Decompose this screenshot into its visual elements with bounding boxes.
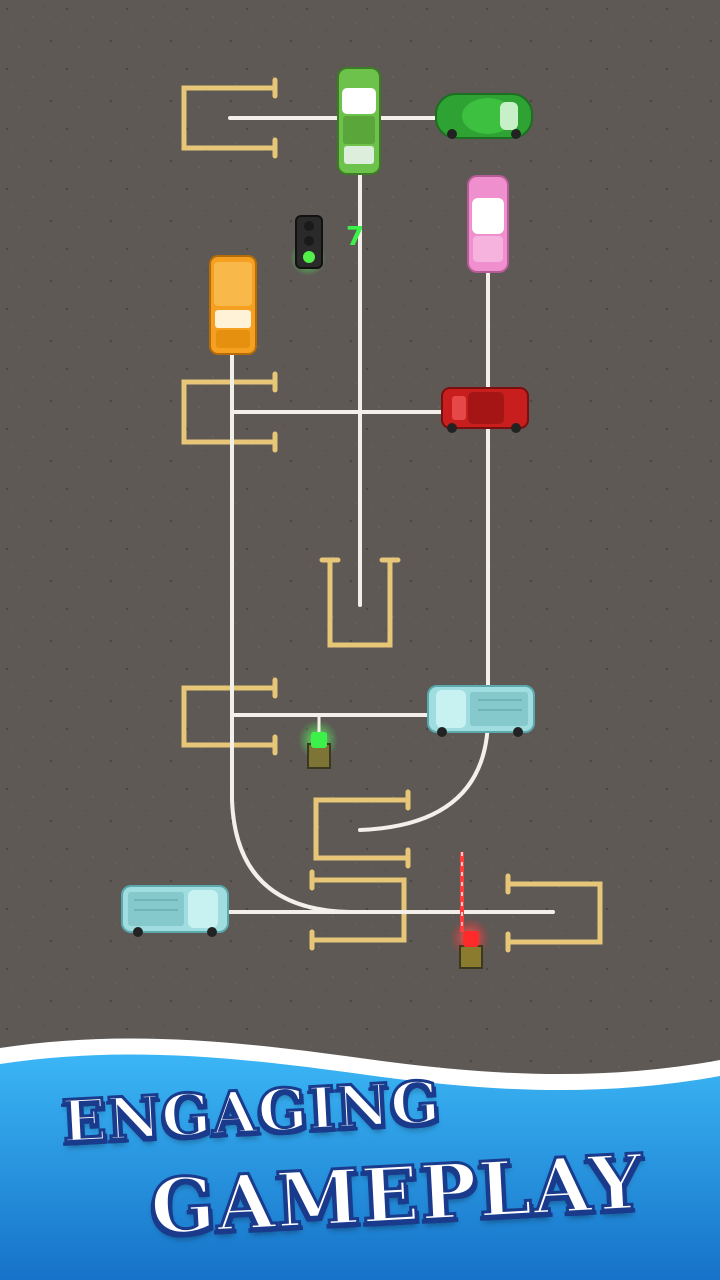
parking-slot — [181, 371, 278, 453]
cyan-truck-left[interactable] — [121, 885, 229, 937]
parking-slot — [181, 677, 278, 756]
pink-car[interactable] — [467, 175, 509, 273]
parking-slot — [181, 77, 278, 159]
moves-counter: 7 — [346, 222, 365, 252]
parking-markings — [181, 77, 603, 953]
orange-car[interactable] — [209, 255, 257, 355]
parking-slot — [319, 557, 401, 648]
route-line — [230, 328, 352, 914]
parking-slot — [313, 789, 411, 869]
route-line — [358, 238, 490, 832]
green-barrier-light[interactable] — [298, 716, 338, 769]
promo-banner — [0, 1038, 720, 1280]
green-top-car[interactable] — [337, 67, 381, 175]
red-classic-car[interactable] — [441, 387, 529, 433]
parking-slot — [505, 873, 603, 953]
cyan-truck-right[interactable] — [427, 685, 535, 737]
traffic-light[interactable] — [290, 215, 326, 276]
red-barrier-light[interactable] — [450, 852, 490, 969]
green-beetle[interactable] — [435, 93, 533, 139]
